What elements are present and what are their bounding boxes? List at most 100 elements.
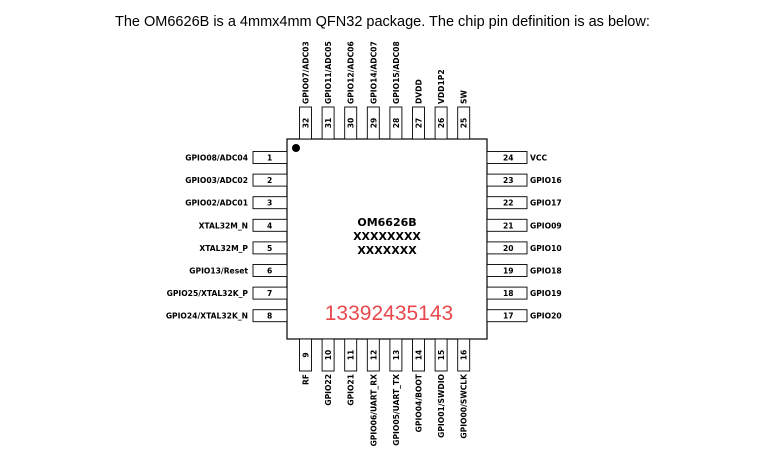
pin-22: 22 GPIO17: [486, 196, 562, 210]
pin-24: 24 VCC: [486, 151, 547, 164]
pin-4: 4 XTAL32M_N: [199, 218, 288, 232]
pin-pad: [252, 264, 288, 277]
pin-number: 4: [267, 221, 272, 230]
pin-pad: [389, 106, 403, 140]
pin-pad: [344, 338, 358, 372]
pin-pad: [457, 106, 471, 140]
chip-name: OM6626B: [357, 216, 416, 229]
pin-number: 30: [347, 118, 356, 129]
pin-number: 7: [267, 289, 272, 298]
pin-label: GPIO25/XTAL32K_P: [167, 289, 249, 298]
pin-30: 30 GPIO12/ADC06: [344, 41, 358, 140]
watermark-phone-number: 13392435143: [325, 302, 453, 325]
pin-32: 32 GPIO07/ADC03: [299, 41, 312, 140]
pin-pad: [366, 338, 380, 372]
pin-label: GPIO19: [530, 289, 562, 298]
pin-pad: [252, 196, 288, 210]
pin-1: 1 GPIO08/ADC04: [185, 151, 288, 164]
pin-label: GPIO06/UART_RX: [369, 374, 378, 447]
pin-label: GPIO04/BOOT: [415, 373, 424, 432]
pin-number: 29: [369, 118, 378, 129]
pin-pad: [389, 338, 403, 372]
pin-label: GPIO20: [530, 312, 562, 321]
left-pin-group: 1GPIO08/ADC042GPIO03/ADC023GPIO02/ADC014…: [166, 151, 288, 323]
pin-number: 26: [437, 118, 446, 129]
pin-pad: [486, 264, 528, 277]
pin-label: GPIO22: [324, 374, 333, 406]
pin-label: GPIO01/SWDIO: [437, 373, 446, 437]
pin-label: GPIO07/ADC03: [302, 41, 311, 104]
pin-pad: [412, 338, 425, 372]
pin-number: 1: [267, 154, 272, 163]
pin-5: 5 XTAL32M_P: [199, 241, 288, 255]
pin-label: XTAL32M_P: [199, 244, 248, 253]
pin-label: GPIO16: [530, 176, 562, 185]
pin-pad: [252, 241, 288, 255]
pin-label: GPIO10: [530, 244, 562, 253]
pin-label: GPIO15/ADC08: [392, 41, 401, 104]
pin-number: 12: [369, 350, 378, 361]
pin-label: GPIO12/ADC06: [347, 41, 356, 104]
pin-label: DVDD: [415, 79, 424, 104]
pin-label: GPIO24/XTAL32K_N: [166, 312, 248, 321]
pin-label: GPIO18: [530, 267, 562, 276]
pin-label: GPIO17: [530, 199, 562, 208]
pin-label: VDD1P2: [437, 69, 446, 104]
pin-number: 28: [392, 118, 401, 129]
pin-label: XTAL32M_N: [199, 221, 248, 230]
pin-26: 26 VDD1P2: [434, 69, 448, 140]
chip-body: [286, 138, 488, 340]
pin-number: 11: [347, 350, 356, 361]
pin-pad: [412, 106, 425, 140]
pin-number: 32: [302, 118, 311, 129]
pin-number: 22: [503, 199, 514, 208]
pin-number: 13: [392, 350, 401, 361]
pin-number: 2: [267, 176, 272, 185]
pin-pad: [434, 106, 448, 140]
pin-number: 10: [324, 350, 333, 361]
pin-number: 25: [460, 118, 469, 129]
pin-pad: [252, 309, 288, 323]
pin-number: 5: [267, 244, 272, 253]
pin-number: 16: [460, 350, 469, 361]
pin-number: 14: [415, 350, 424, 361]
pin-label: GPIO03/ADC02: [185, 176, 248, 185]
pin-number: 20: [503, 244, 514, 253]
pin-pad: [486, 196, 528, 210]
pin-pad: [252, 286, 288, 300]
pin-number: 31: [324, 118, 333, 129]
pin1-marker-dot: [292, 144, 300, 152]
pin-label: GPIO14/ADC07: [369, 41, 378, 104]
pin-pad: [486, 151, 528, 164]
pin-29: 29 GPIO14/ADC07: [366, 41, 380, 140]
pin-number: 24: [503, 154, 514, 163]
pin-label: GPIO21: [347, 374, 356, 406]
pin-pad: [252, 173, 288, 187]
pin-label: GPIO05/UART_TX: [392, 374, 401, 446]
pin-pad: [344, 106, 358, 140]
pin-31: 31 GPIO11/ADC05: [321, 41, 335, 140]
pin-label: VCC: [530, 154, 547, 163]
pin-pad: [486, 241, 528, 255]
pin-7: 7 GPIO25/XTAL32K_P: [167, 286, 288, 300]
pin-label: RF: [302, 374, 311, 385]
pin-pad: [486, 286, 528, 300]
pin-pad: [252, 151, 288, 164]
pin-number: 21: [503, 221, 514, 230]
pin-pad: [321, 338, 335, 372]
chip-marking-line-2: XXXXXXXX: [353, 230, 421, 243]
pin-label: GPIO11/ADC05: [324, 41, 333, 104]
pin-label: GPIO08/ADC04: [185, 154, 248, 163]
